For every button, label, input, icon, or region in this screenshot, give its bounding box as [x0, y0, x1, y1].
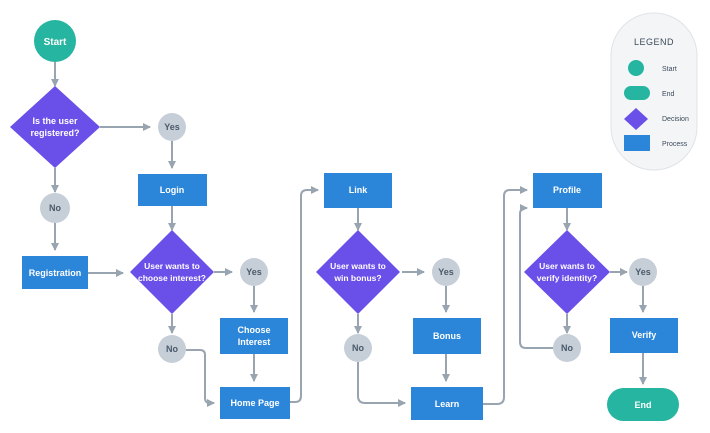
decision-bonus: User wants to win bonus? [316, 230, 400, 314]
legend-end-swatch [624, 86, 650, 100]
edge-no-to-home [186, 349, 215, 407]
process-learn-label: Learn [435, 399, 460, 409]
legend-title: LEGEND [634, 37, 674, 47]
end-label: End [635, 400, 652, 410]
decision-verify: User wants to verify identity? [524, 230, 610, 314]
legend-process-swatch [624, 135, 650, 151]
connector-no-4: No [553, 334, 581, 362]
process-login: Login [138, 174, 207, 206]
process-bonus: Bonus [413, 318, 481, 354]
process-registration: Registration [22, 256, 88, 289]
connector-no-1: No [40, 193, 70, 223]
edges [51, 62, 647, 407]
connector-yes-4-label: Yes [635, 267, 651, 277]
connector-yes-2-label: Yes [246, 267, 262, 277]
legend-decision-swatch [624, 108, 648, 130]
process-choose-interest-line1: Choose [237, 325, 270, 335]
process-profile: Profile [533, 173, 602, 208]
start-node: Start [34, 20, 76, 62]
connector-yes-1: Yes [158, 113, 186, 141]
process-home-page-label: Home Page [230, 398, 279, 408]
process-verify: Verify [610, 318, 678, 353]
process-home-page: Home Page [220, 387, 290, 419]
process-link: Link [324, 173, 392, 208]
connector-yes-3: Yes [432, 258, 460, 286]
decision-interest-line2: choose interest? [138, 273, 206, 283]
connector-no-3-label: No [352, 343, 364, 353]
decision-bonus-line2: win bonus? [333, 273, 381, 283]
legend-start-label: Start [662, 66, 677, 73]
edge-no-to-profile [519, 204, 553, 349]
decision-bonus-line1: User wants to [330, 261, 386, 271]
edge-learn-to-profile [483, 186, 528, 405]
process-learn: Learn [411, 387, 483, 420]
connector-no-2-label: No [166, 344, 178, 354]
process-choose-interest: Choose Interest [220, 318, 288, 354]
process-login-label: Login [160, 185, 185, 195]
decision-interest-line1: User wants to [144, 261, 200, 271]
edge-no-to-learn [357, 362, 406, 407]
process-bonus-label: Bonus [433, 331, 461, 341]
process-link-label: Link [349, 185, 368, 195]
legend-start-swatch [628, 60, 644, 76]
decision-registered-line1: Is the user [32, 116, 78, 126]
end-node: End [607, 388, 679, 421]
process-profile-label: Profile [553, 185, 581, 195]
connector-no-2: No [158, 335, 186, 363]
connector-no-4-label: No [561, 343, 573, 353]
connector-yes-1-label: Yes [164, 122, 180, 132]
connector-yes-4: Yes [629, 258, 657, 286]
legend-process-label: Process [662, 141, 688, 148]
connector-no-1-label: No [49, 203, 61, 213]
decision-verify-line1: User wants to [539, 261, 595, 271]
decision-interest: User wants to choose interest? [130, 230, 214, 314]
legend: LEGEND Start End Decision Process [610, 12, 698, 171]
decision-registered-line2: registered? [30, 128, 79, 138]
legend-end-label: End [662, 91, 675, 98]
process-registration-label: Registration [29, 268, 82, 278]
process-choose-interest-line2: Interest [238, 337, 271, 347]
start-label: Start [44, 37, 67, 48]
decision-verify-line2: verify identity? [537, 273, 597, 283]
process-verify-label: Verify [632, 330, 657, 340]
decision-registered: Is the user registered? [10, 86, 100, 168]
legend-decision-label: Decision [662, 116, 689, 123]
edge-home-to-link [290, 186, 319, 403]
connector-yes-3-label: Yes [438, 267, 454, 277]
connector-no-3: No [344, 334, 372, 362]
connector-yes-2: Yes [240, 258, 268, 286]
